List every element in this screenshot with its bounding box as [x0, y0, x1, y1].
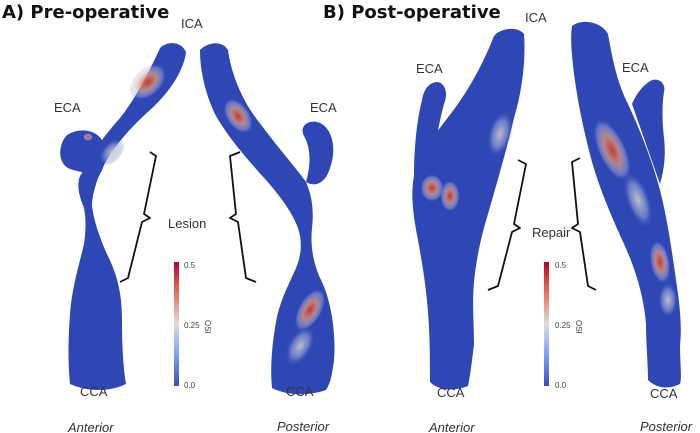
pre-op-lesion-label: Lesion [168, 216, 206, 231]
post-op-ica-label: ICA [525, 10, 547, 25]
pre-op-anterior-eca-label: ECA [54, 100, 81, 115]
post-op-colorbar-tick-max: 0.5 [555, 261, 567, 270]
post-op-left-bracket [487, 159, 527, 291]
post-op-colorbar-tick-min: 0.0 [555, 381, 567, 390]
post-op-right-bracket [571, 157, 597, 291]
post-op-anterior-eca-label: ECA [416, 61, 443, 76]
post-op-anterior-vessel [412, 28, 525, 390]
pre-op-posterior-view-label: Posterior [277, 419, 330, 433]
pre-op-ica-label: ICA [181, 16, 203, 31]
pre-op-anterior-vessel [60, 43, 186, 391]
post-op-posterior-vessel [571, 21, 681, 388]
post-op-anterior-view-label: Anterior [428, 420, 475, 433]
pre-op-posterior-cca-label: CCA [286, 384, 314, 399]
pre-op-posterior-vessel [200, 43, 335, 395]
pre-op-colorbar: 0.5 0.25 0.0 OSI [174, 261, 212, 390]
pre-op-colorbar-tick-mid: 0.25 [184, 321, 200, 330]
pre-op-right-bracket [229, 151, 257, 283]
post-op-repair-label: Repair [532, 225, 571, 240]
post-op-colorbar-gradient [544, 262, 549, 386]
pre-op-colorbar-tick-max: 0.5 [184, 261, 196, 270]
pre-op-colorbar-gradient [174, 262, 179, 386]
pre-op-colorbar-title: OSI [203, 320, 212, 334]
post-op-posterior-cca-label: CCA [650, 386, 678, 401]
post-op-anterior-cca-label: CCA [437, 385, 465, 400]
pre-op-anterior-cca-label: CCA [80, 384, 108, 399]
panel-b-title: B) Post-operative [323, 2, 501, 23]
post-op-colorbar: 0.5 0.25 0.0 OSI [544, 261, 583, 390]
pre-op-posterior-eca-label: ECA [310, 100, 337, 115]
post-op-colorbar-title: OSI [574, 320, 583, 334]
post-op-posterior-view-label: Posterior [640, 419, 693, 433]
pre-op-colorbar-tick-min: 0.0 [184, 381, 196, 390]
post-op-colorbar-tick-mid: 0.25 [555, 321, 571, 330]
pre-op-anterior-view-label: Anterior [67, 420, 114, 433]
pre-op-left-bracket [119, 151, 157, 283]
panel-a-title: A) Pre-operative [2, 2, 169, 23]
post-op-posterior-eca-label: ECA [622, 60, 649, 75]
